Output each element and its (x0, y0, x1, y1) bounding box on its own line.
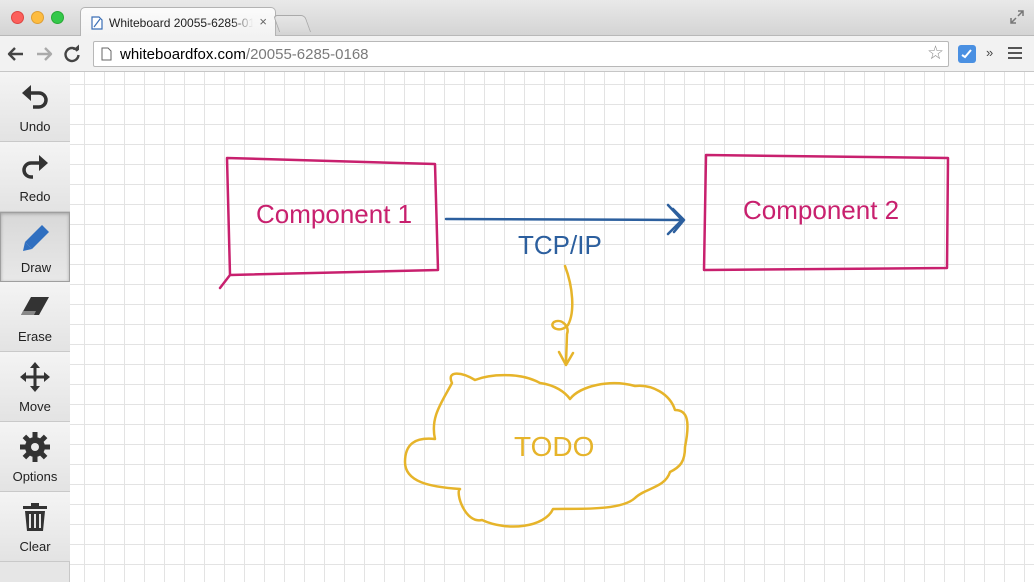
component1-label: Component 1 (256, 199, 413, 229)
component2-box[interactable] (702, 153, 950, 272)
reload-icon[interactable] (62, 44, 82, 64)
minimize-window-button[interactable] (31, 11, 44, 24)
redo-icon (22, 155, 48, 179)
component2-label: Component 2 (743, 195, 900, 225)
star-icon[interactable]: ☆ (926, 43, 944, 64)
zoom-window-button[interactable] (51, 11, 64, 24)
tool-sidebar: Undo Redo Draw Erase Move Options Clear (0, 72, 70, 582)
tcp-arrow[interactable] (444, 203, 686, 236)
url-text[interactable]: whiteboardfox.com/20055-6285-0168 (120, 46, 369, 63)
erase-label: Erase (18, 329, 52, 344)
todo-label: TODO (514, 431, 595, 462)
options-button[interactable]: Options (0, 422, 70, 492)
redo-label: Redo (19, 189, 51, 204)
page-icon (101, 47, 112, 61)
move-label: Move (19, 399, 51, 414)
whiteboard-canvas[interactable]: Component 1 Component 2 TCP/IP TODO (70, 72, 1034, 582)
tab-title: Whiteboard 20055-6285-0168 (109, 16, 253, 30)
todo-pointer[interactable] (551, 264, 575, 367)
move-icon (20, 362, 50, 392)
draw-button[interactable]: Draw (0, 212, 70, 282)
undo-label: Undo (19, 119, 51, 134)
close-window-button[interactable] (11, 11, 24, 24)
redo-button[interactable]: Redo (0, 142, 70, 212)
draw-label: Draw (20, 260, 52, 275)
page-favicon-icon (91, 16, 103, 30)
browser-tab[interactable]: Whiteboard 20055-6285-0168 × (80, 7, 276, 37)
url-path: /20055-6285-0168 (245, 46, 369, 63)
browser-toolbar: whiteboardfox.com/20055-6285-0168 ☆ » (0, 36, 1034, 72)
todo-cloud[interactable] (403, 372, 689, 528)
new-tab-button[interactable] (272, 15, 312, 32)
back-arrow-icon[interactable] (6, 44, 26, 64)
fullscreen-icon[interactable] (1010, 10, 1024, 24)
undo-button[interactable]: Undo (0, 72, 70, 142)
overflow-chevron-icon[interactable]: » (986, 45, 994, 60)
tcp-ip-label: TCP/IP (518, 230, 602, 260)
tab-close-icon[interactable]: × (259, 14, 267, 29)
trash-icon (23, 503, 47, 531)
erase-button[interactable]: Erase (0, 282, 70, 352)
address-bar[interactable]: whiteboardfox.com/20055-6285-0168 ☆ (93, 41, 949, 67)
undo-icon (22, 85, 48, 109)
hamburger-menu-icon[interactable] (1008, 47, 1022, 62)
options-label: Options (12, 469, 58, 484)
clear-button[interactable]: Clear (0, 492, 70, 562)
forward-arrow-icon[interactable] (34, 44, 54, 64)
move-button[interactable]: Move (0, 352, 70, 422)
extension-icon[interactable] (958, 45, 976, 63)
clear-label: Clear (19, 539, 51, 554)
component1-box[interactable] (218, 156, 440, 290)
title-bar: Whiteboard 20055-6285-0168 × (0, 0, 1034, 37)
gear-icon (20, 432, 50, 462)
eraser-icon (21, 297, 49, 315)
pencil-icon (23, 225, 49, 251)
drawing-layer (218, 153, 950, 528)
url-host: whiteboardfox.com (120, 46, 246, 63)
